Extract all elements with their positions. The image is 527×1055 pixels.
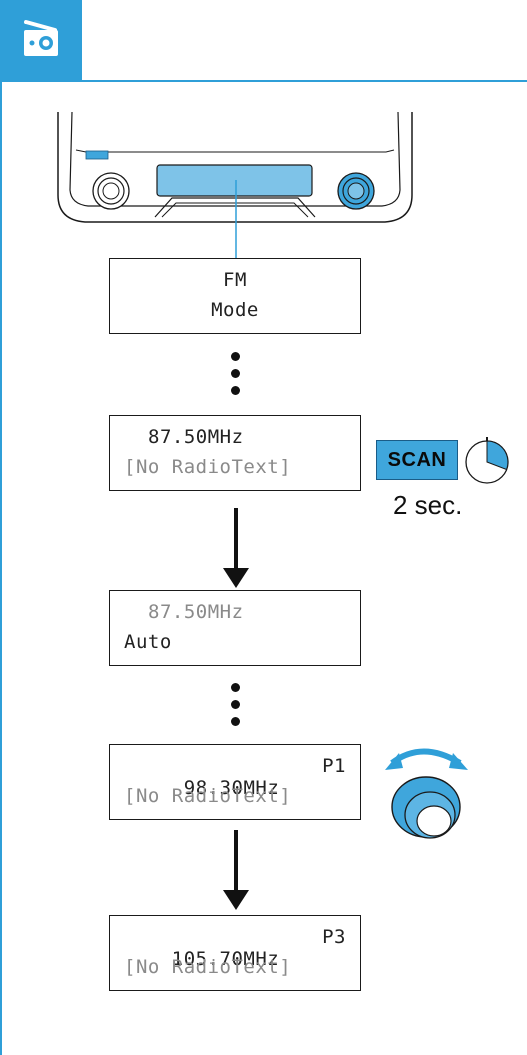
header-badge [0, 0, 82, 82]
radio-icon [24, 20, 58, 56]
arrow-down-icon [223, 830, 249, 910]
hold-duration-label: 2 sec. [393, 490, 463, 520]
ellipsis-dots [231, 352, 241, 403]
lcd-line1: 87.50MHz [148, 601, 244, 623]
lcd-preset: P3 [322, 926, 346, 948]
lcd-screen-auto: 87.50MHz Auto [109, 590, 361, 666]
radio-device-illustration [57, 111, 413, 258]
timer-icon [465, 437, 509, 484]
lcd-line1: 87.50MHz [148, 426, 244, 448]
lcd-line1: FM [223, 269, 247, 291]
header-divider [82, 80, 527, 82]
scan-button: SCAN [376, 440, 458, 480]
rotary-knob-icon [385, 748, 468, 839]
lcd-screen-mode: FM Mode [109, 258, 361, 334]
ellipsis-dots [231, 683, 241, 734]
lcd-line2: Mode [211, 299, 259, 321]
lcd-screen-frequency: 87.50MHz [No RadioText] [109, 415, 361, 491]
lcd-line2: Auto [124, 631, 172, 653]
lcd-screen-preset1: 98.30MHz P1 [No RadioText] [109, 744, 361, 820]
lcd-line2: [No RadioText] [124, 456, 292, 478]
lcd-frequency: 98.30MHz [183, 777, 280, 799]
lcd-line2: [No RadioText] [124, 956, 292, 978]
lcd-screen-preset3: 105.70MHz P3 [No RadioText] [109, 915, 361, 991]
lcd-line2: [No RadioText] [124, 785, 292, 807]
arrow-down-icon [223, 508, 249, 588]
device-left-knob [92, 172, 130, 210]
page-side-rule [0, 82, 2, 1055]
device-display [156, 164, 313, 197]
lcd-preset: P1 [322, 755, 346, 777]
device-right-knob [337, 172, 375, 210]
lcd-frequency: 105.70MHz [171, 948, 280, 970]
